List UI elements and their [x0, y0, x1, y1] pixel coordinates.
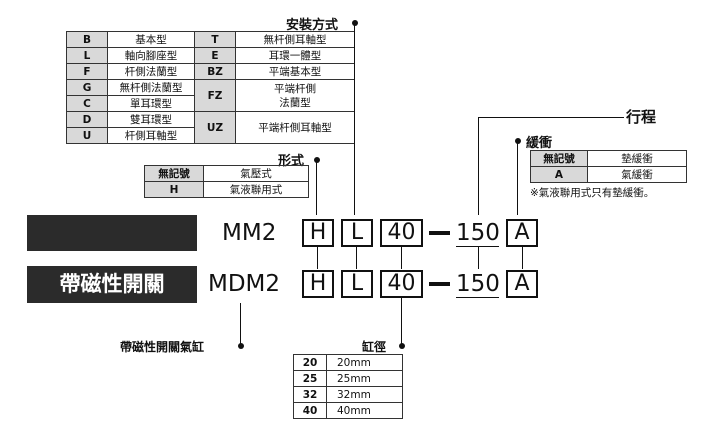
mount-code-cell: D — [66, 111, 108, 128]
stroke-connector — [478, 247, 479, 269]
mount-name-cell: 無杆側耳軸型 — [235, 31, 355, 48]
form-leader — [316, 160, 317, 215]
mount-code-cell: C — [66, 95, 108, 112]
row1-bore-box: 40 — [380, 219, 423, 247]
cushion-code-cell: 無記號 — [530, 150, 588, 167]
row1-dash — [429, 231, 450, 235]
form-connector — [317, 247, 318, 269]
mount-name-cell: 軸向腳座型 — [107, 47, 195, 64]
row1-stroke-underline — [456, 246, 499, 247]
bore-name-cell: 32mm — [326, 386, 403, 403]
mount-name-cell: 雙耳環型 — [107, 111, 195, 128]
row2-mount-box: L — [341, 270, 373, 298]
mount-connector — [356, 247, 357, 269]
bore-code-cell: 32 — [293, 386, 327, 403]
magnetic-dot — [238, 343, 244, 349]
form-name-cell: 氣液聯用式 — [203, 181, 309, 198]
mount-code-cell: F — [66, 63, 108, 80]
mount-code-cell: E — [194, 47, 236, 64]
magnetic-leader — [240, 303, 241, 346]
mount-name-cell: 耳環一體型 — [235, 47, 355, 64]
stroke-title: 行程 — [626, 108, 657, 126]
row1-cushion-box: A — [506, 219, 538, 247]
mount-name-cell: 平端杆側 法蘭型 — [235, 79, 355, 112]
row2-cushion-box: A — [506, 270, 538, 298]
mount-name-cell: 單耳環型 — [107, 95, 195, 112]
stroke-leader-h — [478, 117, 624, 118]
bore-connector — [401, 247, 402, 269]
bore-code-cell: 40 — [293, 402, 327, 419]
mount-code-cell: UZ — [194, 111, 236, 144]
bore-name-cell: 20mm — [326, 354, 403, 371]
mount-code-cell: G — [66, 79, 108, 96]
cushion-name-cell: 墊緩衝 — [587, 150, 687, 167]
stroke-leader-v — [478, 117, 479, 215]
mount-name-cell: 基本型 — [107, 31, 195, 48]
mount-name-cell: 杆側法蘭型 — [107, 63, 195, 80]
mount-name-cell: 無杆側法蘭型 — [107, 79, 195, 96]
form-code-cell: H — [144, 181, 204, 198]
row2-form-box: H — [302, 270, 334, 298]
form-table: 無記號 氣壓式 H 氣液聯用式 — [144, 165, 309, 198]
bore-leader — [401, 298, 402, 346]
mount-name-cell: 平端基本型 — [235, 63, 355, 80]
mount-code-cell: B — [66, 31, 108, 48]
mounting-leader — [354, 23, 355, 215]
row2-stroke-underline — [456, 297, 499, 298]
mounting-title: 安裝方式 — [286, 18, 339, 33]
mounting-table: B 基本型 T 無杆側耳軸型 L 軸向腳座型 E 耳環一體型 F 杆側法蘭型 B… — [66, 31, 355, 144]
bore-name-cell: 25mm — [326, 370, 403, 387]
row1-stroke: 150 — [456, 220, 500, 246]
cushion-dot — [515, 138, 521, 144]
row2-bore-box: 40 — [380, 270, 423, 298]
magnetic-cylinder-label: 帶磁性開關氣缸 — [120, 340, 205, 354]
bore-code-cell: 25 — [293, 370, 327, 387]
form-name-cell: 氣壓式 — [203, 165, 309, 182]
cushion-name-cell: 氣緩衝 — [587, 166, 687, 183]
mount-code-cell: FZ — [194, 79, 236, 112]
mount-code-cell: L — [66, 47, 108, 64]
cushion-leader — [517, 141, 518, 215]
row1-form-box: H — [302, 219, 334, 247]
row2-dark-label: 帶磁性開關 — [27, 266, 197, 303]
bore-title: 缸徑 — [362, 340, 387, 354]
cushion-connector — [522, 247, 523, 269]
form-dot — [314, 157, 320, 163]
mounting-dot — [352, 20, 358, 26]
form-code-cell: 無記號 — [144, 165, 204, 182]
bore-table: 20 20mm 25 25mm 32 32mm 40 40mm — [293, 354, 403, 419]
mount-name-cell: 杆側耳軸型 — [107, 127, 195, 144]
mount-name-cell: 平端杆側耳軸型 — [235, 111, 355, 144]
cushion-title: 緩衝 — [526, 136, 553, 151]
mount-code-cell: BZ — [194, 63, 236, 80]
row2-stroke: 150 — [456, 271, 500, 297]
bore-code-cell: 20 — [293, 354, 327, 371]
row1-prefix: MM2 — [222, 220, 277, 246]
mount-code-cell: U — [66, 127, 108, 144]
cushion-table: 無記號 墊緩衝 A 氣緩衝 — [530, 150, 687, 183]
bore-name-cell: 40mm — [326, 402, 403, 419]
mount-code-cell: T — [194, 31, 236, 48]
row1-mount-box: L — [341, 219, 373, 247]
row2-prefix: MDM2 — [208, 271, 281, 297]
row2-dash — [429, 282, 450, 286]
row1-dark-band — [27, 215, 197, 251]
bore-dot — [399, 343, 405, 349]
cushion-note: ※氣液聯用式只有墊緩衝。 — [530, 187, 655, 199]
cushion-code-cell: A — [530, 166, 588, 183]
